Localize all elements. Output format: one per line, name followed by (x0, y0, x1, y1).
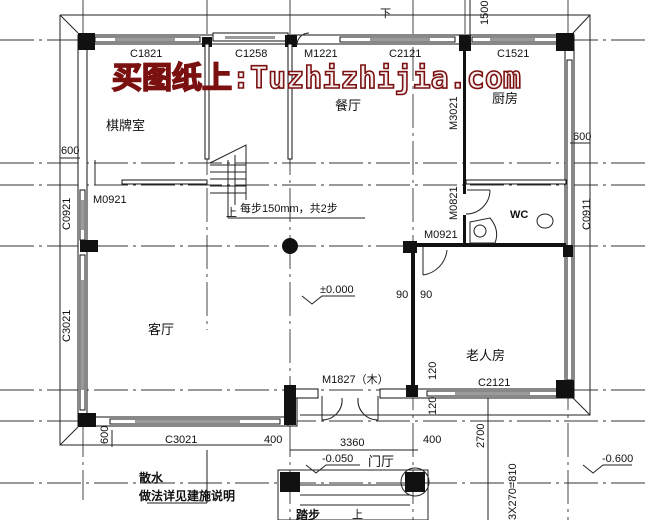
stairs (209, 144, 247, 218)
window-c1521: C1521 (497, 48, 529, 60)
room-wc: WC (510, 209, 528, 221)
apron-label: 散水 (139, 470, 164, 485)
dim-1500: 1500 (479, 1, 491, 25)
entrance-steps (277, 467, 430, 520)
windows (79, 32, 573, 425)
doors (94, 32, 491, 421)
apron-detail-label: 做法详见建施说明 (138, 488, 235, 503)
dimension-labels: 1500 600 600 600 90 90 120 120 400 400 3… (61, 1, 591, 520)
dimension-lines (60, 0, 590, 520)
window-c0921: C0921 (61, 198, 73, 230)
elevation-labels: ±0.000 -0.050 -0.600 (320, 284, 633, 465)
elev-outside: -0.600 (602, 453, 633, 465)
dim-90-left: 90 (396, 289, 408, 301)
toilet-icon (536, 213, 554, 229)
door-m1827: M1827（木） (322, 373, 389, 386)
door-m0921-right: M0921 (424, 229, 458, 241)
window-labels: C1821 C1258 C2121 C1521 C0921 C3021 C302… (61, 48, 593, 446)
window-c1258: C1258 (235, 48, 267, 60)
dim-3360: 3360 (340, 437, 364, 449)
door-m3021: M3021 (448, 96, 460, 130)
stair-up-label: 上 (226, 206, 237, 219)
dim-90-right: 90 (420, 289, 432, 301)
columns (78, 33, 574, 427)
dim-600-left: 600 (61, 145, 79, 157)
elev-foyer: -0.050 (322, 453, 353, 465)
interior-walls (121, 43, 567, 389)
notes: 每步150mm，共2步 上 下 上 散水 做法详见建施说明 踏步 (138, 8, 391, 520)
room-dining: 餐厅 (335, 98, 361, 114)
elev-floor: ±0.000 (320, 284, 354, 296)
window-c3021-bottom: C3021 (165, 434, 197, 446)
entry-up-label: 上 (352, 508, 363, 520)
dim-600-right: 600 (573, 131, 591, 143)
column-marker (282, 238, 298, 254)
window-c0911: C0911 (581, 198, 593, 230)
room-living: 客厅 (148, 322, 174, 338)
room-kitchen: 厨房 (492, 91, 518, 107)
dim-2700: 2700 (475, 424, 487, 448)
door-labels: M1221 M3021 M0921 M0821 M0921 M1827（木） (93, 48, 460, 386)
door-m0921-left: M0921 (93, 194, 127, 206)
dim-400-right: 400 (423, 434, 441, 446)
steps-label: 踏步 (296, 507, 320, 520)
stair-down-label: 下 (380, 8, 391, 20)
room-chess: 棋牌室 (106, 118, 145, 134)
stair-note: 每步150mm，共2步 (240, 201, 338, 215)
dim-120-a: 120 (427, 362, 439, 380)
room-foyer: 门厅 (368, 455, 394, 470)
elevation-markers (301, 295, 632, 474)
watermark: 买图纸上:Tuzhizhijia.com (112, 61, 521, 96)
window-c2121-top: C2121 (389, 48, 421, 60)
dim-steps: 3X270=810 (507, 463, 519, 520)
wc-fixtures (469, 213, 554, 244)
door-m0821: M0821 (448, 186, 460, 220)
room-labels: 棋牌室 餐厅 厨房 客厅 老人房 WC 门厅 (106, 91, 528, 470)
dim-600-bottom: 600 (99, 426, 111, 444)
room-elder: 老人房 (466, 348, 505, 364)
dim-400-left: 400 (264, 434, 282, 446)
door-m1221: M1221 (304, 48, 338, 60)
dim-120-b: 120 (427, 397, 439, 415)
window-c3021-left: C3021 (61, 310, 73, 342)
window-c1821: C1821 (130, 48, 162, 60)
window-c2121-bottom: C2121 (478, 377, 510, 389)
